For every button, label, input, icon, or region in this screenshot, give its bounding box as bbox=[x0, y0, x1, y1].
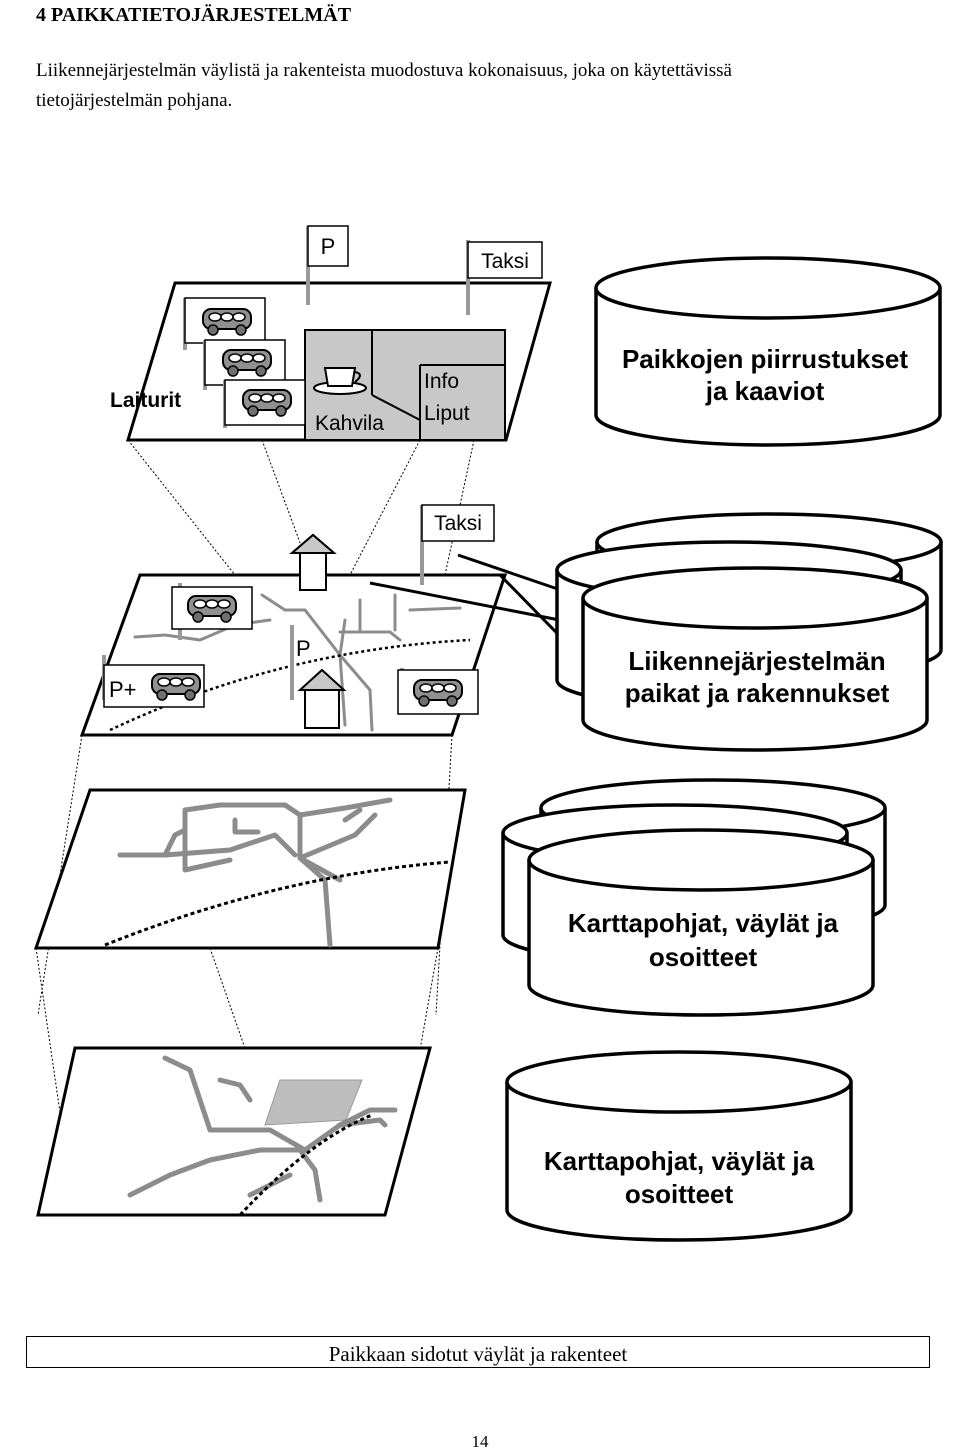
parking-sign-label: P bbox=[321, 234, 336, 259]
kahvila-label: Kahvila bbox=[315, 412, 384, 435]
gis-layers-diagram: Laiturit Kahvila Info Liput P Taksi bbox=[33, 225, 943, 1242]
page-number: 14 bbox=[471, 1432, 489, 1451]
intro-paragraph: Liikennejärjestelmän väylistä ja rakente… bbox=[36, 56, 936, 116]
database-stack-3: Karttapohjat, väylät ja osoitteet bbox=[501, 778, 887, 1017]
taxi-sign-icon bbox=[467, 241, 543, 279]
db4-line-2: osoitteet bbox=[625, 1179, 734, 1209]
coffee-cup-icon bbox=[313, 367, 367, 395]
db2-line-2: paikat ja rakennukset bbox=[625, 678, 890, 708]
layer-3-base-map bbox=[33, 788, 467, 950]
info-label: Info bbox=[424, 370, 459, 393]
figure-caption: Paikkaan sidotut väylät ja rakenteet bbox=[26, 1336, 930, 1368]
pplus-sign-label: P+ bbox=[109, 677, 137, 702]
intro-line-2: tietojärjestelmän pohjana. bbox=[36, 90, 233, 111]
db1-line-1: Paikkojen piirrustukset bbox=[622, 344, 908, 374]
database-cylinder-4: Karttapohjat, väylät ja osoitteet bbox=[505, 1050, 853, 1242]
parking-sign-icon bbox=[307, 225, 349, 267]
database-cylinder-1: Paikkojen piirrustukset ja kaaviot bbox=[594, 256, 942, 447]
intro-line-1: Liikennejärjestelmän väylistä ja rakente… bbox=[36, 60, 732, 81]
house-icon bbox=[304, 689, 340, 729]
db3-line-1: Karttapohjat, väylät ja bbox=[568, 908, 839, 938]
taxi-sign-icon bbox=[421, 504, 495, 542]
db2-line-1: Liikennejärjestelmän bbox=[628, 646, 885, 676]
section-heading: 4 PAIKKATIETOJÄRJESTELMÄT bbox=[36, 4, 352, 26]
db1-line-2: ja kaaviot bbox=[705, 376, 825, 406]
layer-1-station-plan: Laiturit Kahvila Info Liput P Taksi bbox=[110, 225, 552, 442]
db3-line-2: osoitteet bbox=[649, 942, 758, 972]
taxi-sign-label: Taksi bbox=[434, 512, 482, 535]
database-stack-2: Liikennejärjestelmän paikat ja rakennuks… bbox=[555, 512, 943, 752]
layer-4-region-map bbox=[36, 1046, 432, 1217]
db4-line-1: Karttapohjat, väylät ja bbox=[544, 1146, 815, 1176]
laiturit-label: Laiturit bbox=[110, 389, 181, 412]
taxi-sign-label: Taksi bbox=[481, 250, 529, 273]
liput-label: Liput bbox=[424, 402, 470, 425]
parking-sign-label: P bbox=[296, 636, 311, 661]
layer-2-places-buildings: P+ P Taksi bbox=[79, 504, 508, 737]
layer-3-plane bbox=[33, 788, 467, 950]
